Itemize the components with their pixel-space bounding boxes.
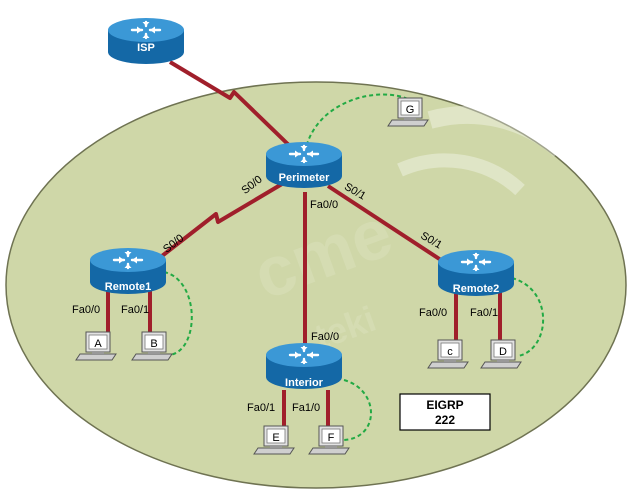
host-b[interactable]: B: [131, 331, 173, 361]
host-label-d: D: [499, 346, 507, 358]
if-interior-fa00: Fa0/0: [311, 331, 339, 343]
router-interior[interactable]: Interior: [264, 341, 344, 391]
eigrp-label: EIGRP: [426, 398, 463, 412]
host-e[interactable]: E: [253, 425, 295, 455]
host-c[interactable]: c: [427, 339, 469, 369]
host-label-g: G: [406, 104, 415, 116]
host-a[interactable]: A: [75, 331, 117, 361]
network-area-ellipse: [5, 81, 627, 489]
dashed-links: [163, 93, 545, 441]
if-remote1-fa01: Fa0/1: [121, 304, 149, 316]
dashed-interior-f: [343, 379, 372, 441]
host-label-b: B: [150, 338, 157, 350]
host-label-c: c: [447, 346, 453, 358]
host-label-a: A: [94, 338, 102, 350]
router-label-isp: ISP: [137, 42, 155, 54]
link-isp-perimeter: [168, 60, 298, 154]
host-label-f: F: [328, 432, 335, 444]
eigrp-info-box: EIGRP 222: [399, 393, 491, 431]
if-perimeter-fa00: Fa0/0: [310, 199, 338, 211]
if-interior-fa01: Fa0/1: [247, 402, 275, 414]
router-label-remote1: Remote1: [105, 281, 151, 293]
link-perimeter-remote2: [326, 184, 446, 264]
host-d[interactable]: D: [480, 339, 522, 369]
dashed-remote1-b: [163, 271, 193, 356]
router-label-remote2: Remote2: [453, 283, 499, 295]
router-label-perimeter: Perimeter: [279, 172, 330, 184]
router-remote2[interactable]: Remote2: [436, 248, 516, 298]
dashed-remote2-d: [511, 277, 545, 357]
eigrp-as-number: 222: [435, 413, 455, 427]
host-f[interactable]: F: [308, 425, 350, 455]
router-label-interior: Interior: [285, 377, 324, 389]
links: [106, 60, 502, 428]
if-remote2-fa00: Fa0/0: [419, 307, 447, 319]
if-remote2-fa01: Fa0/1: [470, 307, 498, 319]
dashed-perimeter-g: [304, 93, 411, 153]
router-isp[interactable]: ISP: [106, 16, 186, 66]
router-perimeter[interactable]: Perimeter: [264, 140, 344, 190]
host-g[interactable]: G: [387, 97, 429, 127]
if-interior-fa10: Fa1/0: [292, 402, 320, 414]
router-remote1[interactable]: Remote1: [88, 246, 168, 296]
router-icon: [106, 16, 186, 66]
host-label-e: E: [272, 432, 279, 444]
link-perimeter-remote1: [160, 182, 284, 258]
if-remote1-fa00: Fa0/0: [72, 304, 100, 316]
